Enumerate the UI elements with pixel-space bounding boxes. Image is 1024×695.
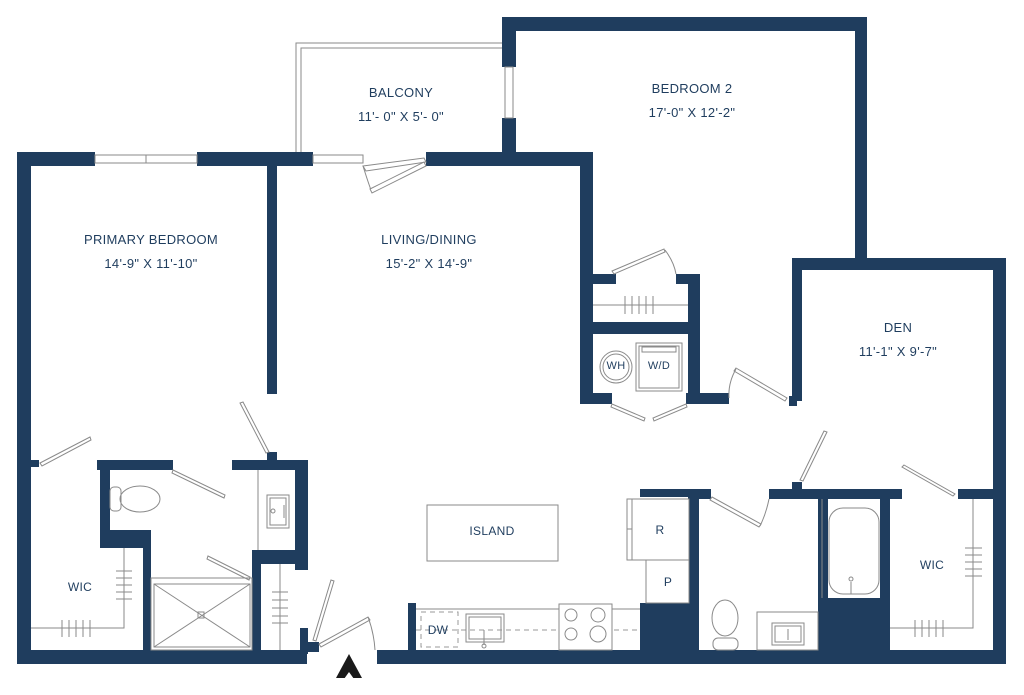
room-wic-right: WIC (919, 558, 945, 572)
island (426, 504, 559, 562)
room-dimensions: 11'-1" X 9'-7" (858, 344, 938, 359)
balcony-railing (295, 42, 503, 152)
laundry-fixtures (599, 342, 683, 392)
room-bedroom-2: BEDROOM 2 17'-0" X 12'-2" (649, 81, 736, 120)
north-arrow-icon (336, 654, 362, 679)
room-dimensions: 15'-2" X 14'-9" (385, 256, 473, 271)
island-label: ISLAND (469, 524, 515, 538)
walls (17, 17, 1006, 664)
closet-rods (31, 296, 982, 650)
room-name: LIVING/DINING (381, 232, 477, 247)
room-living-dining: LIVING/DINING 15'-2" X 14'-9" (381, 232, 477, 271)
room-name: BEDROOM 2 (651, 81, 733, 96)
refrigerator-label: R (655, 523, 665, 537)
primary-bath-fixtures (109, 470, 290, 651)
room-name: PRIMARY BEDROOM (83, 232, 219, 247)
room-name: DEN (883, 320, 913, 335)
water-heater-label: WH (606, 360, 626, 372)
hall-bath-fixtures (711, 499, 880, 651)
room-wic-left: WIC (67, 580, 93, 594)
room-dimensions: 11'- 0" X 5'- 0" (358, 109, 444, 124)
dishwasher-label: DW (427, 623, 449, 637)
doors (39, 157, 956, 651)
room-den: DEN 11'-1" X 9'-7" (859, 320, 937, 359)
room-balcony: BALCONY 11'- 0" X 5'- 0" (358, 85, 444, 124)
kitchen-fixtures (416, 498, 690, 651)
room-primary-bedroom: PRIMARY BEDROOM 14'-9" X 11'-10" (84, 232, 218, 271)
pantry-label: P (663, 575, 673, 589)
room-name: BALCONY (368, 85, 434, 100)
room-dimensions: 17'-0" X 12'-2" (648, 105, 736, 120)
windows (94, 66, 514, 164)
room-dimensions: 14'-9" X 11'-10" (104, 256, 198, 271)
washer-dryer-label: W/D (647, 360, 671, 372)
